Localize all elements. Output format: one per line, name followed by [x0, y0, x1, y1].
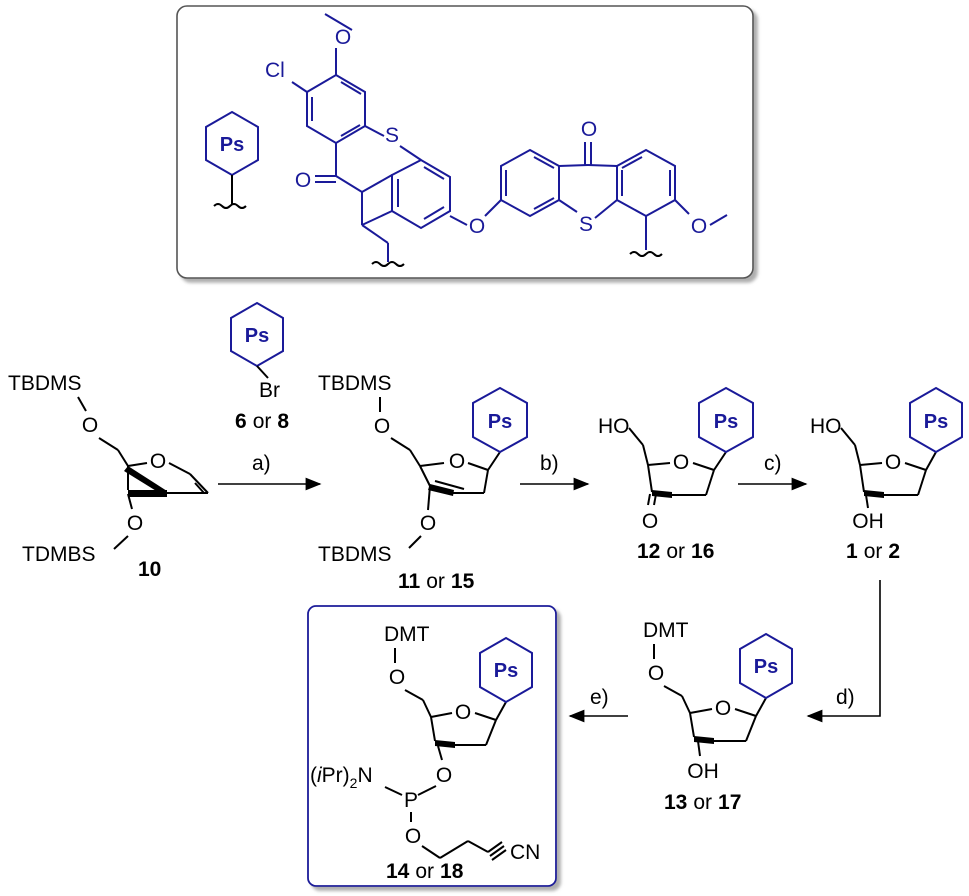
svg-text:TBDMS: TBDMS — [318, 372, 392, 395]
tdmbs-group: TDMBS — [22, 543, 96, 566]
carbonyl-oxygen-2: O — [581, 118, 597, 141]
phosphorus-atom: P — [404, 789, 418, 812]
ps-label: Ps — [220, 134, 244, 156]
svg-text:O: O — [648, 662, 664, 685]
svg-text:O: O — [374, 415, 390, 438]
svg-text:O: O — [127, 512, 143, 535]
thio-sulfur-2: S — [579, 213, 593, 236]
methoxy-oxygen: O — [335, 26, 351, 49]
chloro-thioxanthone-substituent: O Cl S O — [265, 13, 451, 267]
step-d-arrow — [806, 580, 881, 723]
svg-text:Ps: Ps — [245, 325, 269, 347]
svg-text:O: O — [449, 450, 465, 473]
step-e-label: e) — [590, 686, 609, 709]
svg-text:OH: OH — [852, 510, 884, 533]
nitrile-group: CN — [510, 841, 540, 864]
svg-text:DMT: DMT — [384, 623, 430, 646]
compound-10-label: 10 — [138, 558, 161, 581]
svg-text:O: O — [642, 510, 658, 533]
substituent-legend-box — [176, 5, 754, 279]
svg-text:O: O — [715, 697, 731, 720]
carbonyl-oxygen: O — [295, 169, 311, 192]
dimethoxy-thioxanthone-substituent: O S O O — [449, 118, 728, 257]
step-b-label: b) — [540, 452, 559, 475]
svg-text:Ps: Ps — [494, 660, 518, 682]
thio-sulfur: S — [385, 124, 399, 147]
step-c-label: c) — [764, 452, 782, 475]
svg-text:O: O — [420, 512, 436, 535]
svg-text:Ps: Ps — [488, 411, 512, 433]
ring-oxygen: O — [150, 450, 166, 473]
step-d-label: d) — [836, 686, 855, 709]
methoxy-oxygen-3: O — [691, 215, 707, 238]
svg-text:DMT: DMT — [643, 619, 689, 642]
svg-text:O: O — [673, 451, 689, 474]
svg-text:Ps: Ps — [714, 411, 738, 433]
chloro-atom: Cl — [265, 59, 285, 82]
svg-text:O: O — [436, 764, 452, 787]
bromine-atom: Br — [259, 379, 280, 402]
ps-generic-substituent: Ps — [205, 110, 259, 209]
tbdms-group: TBDMS — [8, 372, 82, 395]
svg-text:O: O — [885, 451, 901, 474]
compound-10-structure: TBDMS O O O TDMBS 10 — [8, 372, 209, 581]
oxygen-atom: O — [82, 414, 98, 437]
svg-text:O: O — [455, 701, 471, 724]
svg-text:HO: HO — [598, 415, 630, 438]
product-box — [307, 605, 557, 887]
step-a-label: a) — [252, 452, 271, 475]
svg-text:O: O — [405, 825, 421, 848]
svg-text:OH: OH — [687, 760, 719, 783]
svg-text:Ps: Ps — [754, 656, 778, 678]
svg-text:TBDMS: TBDMS — [318, 543, 392, 566]
svg-text:HO: HO — [810, 415, 842, 438]
svg-text:Ps: Ps — [924, 411, 948, 433]
methoxy-oxygen-2: O — [469, 215, 485, 238]
svg-text:O: O — [389, 666, 405, 689]
diisopropylamino-group: (iPr)2N — [310, 764, 373, 791]
